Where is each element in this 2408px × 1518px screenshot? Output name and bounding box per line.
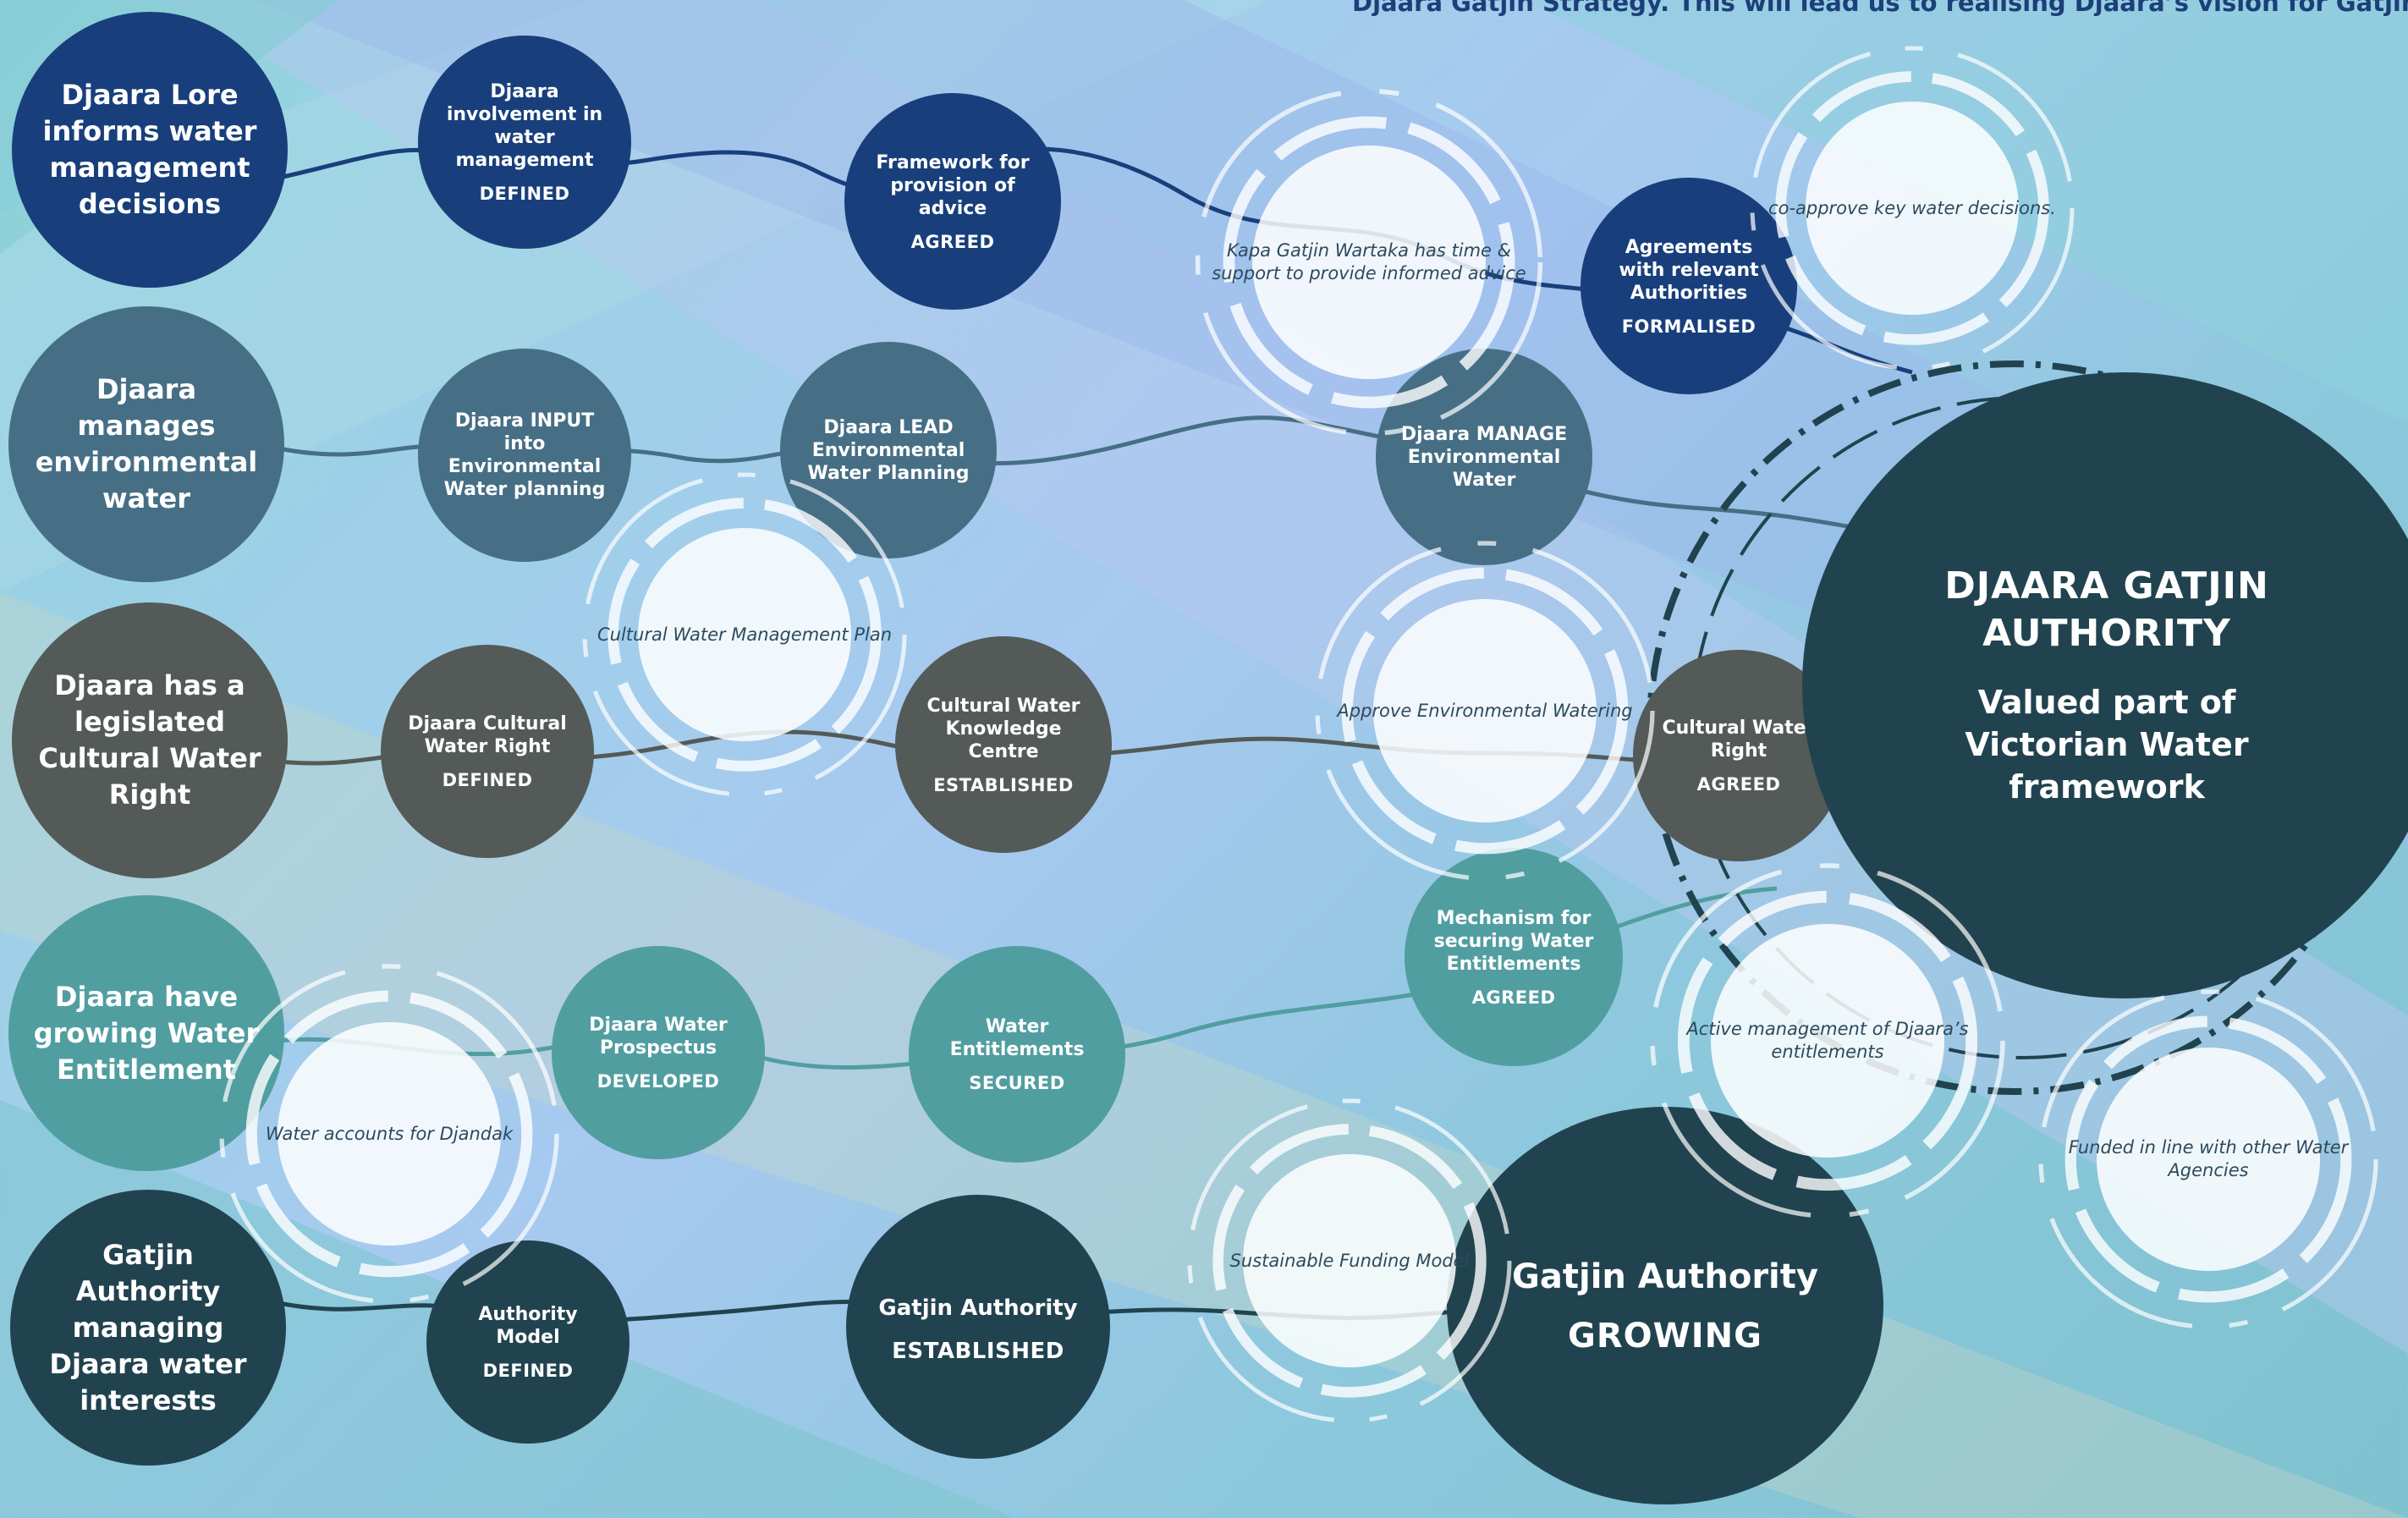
swirl-approve-env: Approve Environmental Watering [1295,525,1675,897]
step-status: AGREED [910,231,995,252]
step-node-involvement: Djaara involvement in water management D… [418,36,631,249]
swirl-cultural-plan: Cultural Water Management Plan [558,457,931,812]
step-status: DEFINED [479,184,570,204]
swirl-co-approve: co-approve key water decisions. [1726,30,2098,386]
step-status: AGREED [1696,774,1781,795]
step-title: Framework for provision of advice [876,151,1030,219]
step-status: DEFINED [442,770,533,790]
start-node-label: Djaara have growing Water Entitlement [33,980,260,1086]
step-node-prospectus: Djaara Water Prospectus DEVELOPED [552,946,765,1159]
swirl-text: co-approve key water decisions. [1768,197,2056,218]
swirl-kapa-gatjin: Kapa Gatjin Wartaka has time & support t… [1174,68,1564,457]
growing-title: Gatjin Authority [1512,1257,1818,1296]
step-node-authority-model: Authority Model DEFINED [426,1240,629,1444]
start-node-gatjin-authority: Gatjin Authority managing Djaara water i… [10,1190,286,1466]
step-title: Djaara Cultural Water Right [408,713,567,757]
swirl-text: Cultural Water Management Plan [597,624,892,645]
step-title: Agreements with relevant Authorities [1619,236,1759,304]
authority-title: DJAARA GATJIN AUTHORITY [1944,564,2269,655]
step-title: Gatjin Authority [878,1295,1078,1321]
step-node-gatjin-established: Gatjin Authority ESTABLISHED [846,1195,1110,1459]
step-title: Cultural Water Knowledge Centre [926,695,1080,762]
step-title: Mechanism for securing Water Entitlement… [1433,907,1594,975]
step-node-knowledge-centre: Cultural Water Knowledge Centre ESTABLIS… [895,636,1112,853]
step-status: DEVELOPED [597,1071,720,1092]
swirl-funded: Funded in line with other Water Agencies [2022,973,2394,1345]
step-title: Djaara MANAGE Environmental Water [1400,423,1568,491]
step-title: Authority Model [478,1304,578,1348]
authority-subtitle: Valued part of Victorian Water framework [1965,684,2249,806]
header-text: Djaara Gatjin Strategy. This will lead u… [1352,0,2408,17]
step-status: FORMALISED [1621,316,1757,337]
swirl-text: Sustainable Funding Model [1229,1250,1470,1271]
swirl-text: Funded in line with other Water Agencies [2068,1137,2349,1180]
swirl-text: Water accounts for Djandak [265,1123,514,1144]
swirl-text: Active management of Djaara’s entitlemen… [1686,1019,1969,1062]
start-node-label: Djaara manages environmental water [35,373,258,514]
start-node-label: Gatjin Authority managing Djaara water i… [49,1238,247,1416]
step-node-input: Djaara INPUT into Environmental Water pl… [418,349,631,562]
swirl-active-management: Active management of Djaara’s entitlemen… [1633,846,2022,1235]
start-node-label: Djaara Lore informs water management dec… [42,79,257,220]
step-status: SECURED [969,1073,1065,1093]
start-node-lore: Djaara Lore informs water management dec… [12,12,288,288]
start-node-cultural-right: Djaara has a legislated Cultural Water R… [12,602,288,878]
step-title: Djaara LEAD Environmental Water Planning [807,416,970,484]
step-node-framework: Framework for provision of advice AGREED [844,93,1061,310]
step-node-agreements: Agreements with relevant Authorities FOR… [1581,178,1797,394]
swirl-text: Kapa Gatjin Wartaka has time & support t… [1212,240,1526,283]
step-node-entitlements: Water Entitlements SECURED [909,946,1125,1163]
start-node-env-water: Djaara manages environmental water [8,306,284,582]
step-status: ESTABLISHED [933,774,1074,795]
start-node-label: Djaara has a legislated Cultural Water R… [38,669,261,811]
step-status: ESTABLISHED [892,1338,1064,1364]
step-title: Djaara INPUT into Environmental Water pl… [443,410,606,500]
start-node-entitlement: Djaara have growing Water Entitlement [8,895,284,1171]
swirl-sustainable-funding: Sustainable Funding Model [1168,1083,1531,1438]
djaara-gatjin-authority-node: DJAARA GATJIN AUTHORITY Valued part of V… [1802,372,2408,998]
swirl-text: Approve Environmental Watering [1337,700,1633,721]
step-status: DEFINED [482,1361,574,1381]
step-title: Djaara involvement in water management [446,81,603,171]
step-title: Cultural Water Right [1662,718,1816,762]
swirl-water-accounts: Water accounts for Djandak [203,948,575,1320]
step-title: Djaara Water Prospectus [589,1015,728,1059]
step-node-cultural-defined: Djaara Cultural Water Right DEFINED [381,645,594,858]
step-title: Water Entitlements [949,1016,1085,1060]
growing-status: GROWING [1568,1317,1762,1356]
gatjin-growing-node: Gatjin Authority GROWING [1447,1107,1883,1504]
step-node-manage: Djaara MANAGE Environmental Water [1376,349,1592,565]
step-status: AGREED [1471,987,1556,1008]
step-node-mechanism: Mechanism for securing Water Entitlement… [1405,848,1623,1066]
